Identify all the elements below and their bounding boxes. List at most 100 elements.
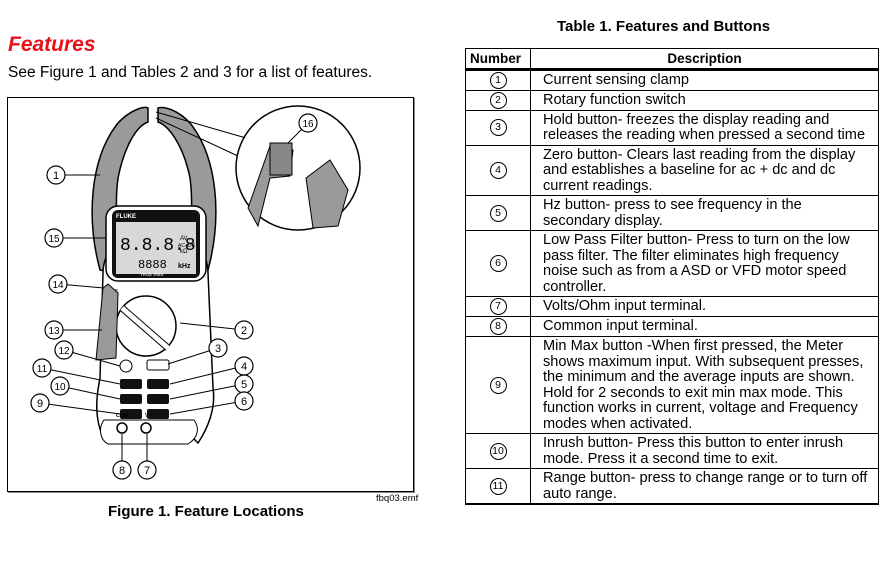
brand-label: FLUKE <box>116 214 136 220</box>
callout-number: 10 <box>54 382 66 393</box>
number-circle-icon: 6 <box>489 255 507 272</box>
table-caption: Table 1. Features and Buttons <box>557 18 771 35</box>
table-row: 9 Min Max button -When first pressed, the… <box>465 336 879 434</box>
table-row: 5 Hz button- press to see frequency in th… <box>465 195 879 231</box>
table-header-row: Number Description <box>465 48 879 71</box>
row-description: Range button- press to change range or t… <box>530 468 879 505</box>
callout-number: 4 <box>241 361 247 373</box>
row-description: Common input terminal. <box>530 316 879 337</box>
table-row: 4 Zero button- Clears last reading from t… <box>465 144 879 196</box>
row-description: Volts/Ohm input terminal. <box>530 296 879 317</box>
number-circle-icon: 11 <box>489 477 507 495</box>
lowpass-button[interactable] <box>147 409 169 419</box>
callout-leader <box>39 402 121 415</box>
hz-button[interactable] <box>147 394 169 404</box>
backlight-button[interactable] <box>119 359 133 373</box>
callout-circle <box>54 340 74 360</box>
callout-circle <box>137 460 157 480</box>
primary-display: 8.8.8.8 <box>120 236 196 256</box>
row-number: 6 <box>465 230 531 297</box>
callout-circle <box>234 391 254 411</box>
primary-units: AV <box>180 236 188 242</box>
intro-text: See Figure 1 and Tables 2 and 3 for a li… <box>8 64 373 81</box>
table-row: 1 Current sensing clamp <box>465 68 879 91</box>
callout-leader <box>179 322 245 331</box>
callout-circle <box>208 338 228 358</box>
callout-circle <box>234 320 254 340</box>
zero-button[interactable] <box>147 379 169 389</box>
callout-number: 7 <box>144 465 150 477</box>
row-description: Hz button- press to see frequency in the… <box>530 195 879 231</box>
figure-caption: Figure 1. Feature Locations <box>108 503 304 520</box>
row-description: Current sensing clamp <box>530 68 879 91</box>
row-description: Hold button- freezes the display reading… <box>530 109 879 146</box>
callout-number: 2 <box>241 325 247 337</box>
secondary-unit: kHz <box>178 263 191 270</box>
com-terminal[interactable] <box>116 422 128 434</box>
number-circle-icon: 1 <box>489 71 507 89</box>
row-description: Rotary function switch <box>530 89 879 111</box>
com-label: COM <box>116 413 129 419</box>
features-table: Number Description 1 Current sensing clam… <box>465 48 879 505</box>
row-number: 7 <box>465 296 531 317</box>
row-number: 3 <box>465 109 531 146</box>
callout-circle <box>50 376 70 396</box>
callout-circle <box>46 165 66 185</box>
callout-leader <box>59 385 121 400</box>
callout-leader <box>41 367 121 385</box>
callout-leader <box>169 383 245 400</box>
row-number: 11 <box>465 468 531 505</box>
number-circle-icon: 4 <box>489 161 507 179</box>
ohm-unit: kΩ <box>180 249 188 255</box>
callout-circle <box>112 460 132 480</box>
row-number: 10 <box>465 433 531 469</box>
callout-circle <box>44 320 64 340</box>
callout-number: 16 <box>302 119 314 130</box>
row-description: Low Pass Filter button- Press to turn on… <box>530 230 879 297</box>
callout-number: 13 <box>48 326 60 337</box>
callout-circle <box>298 113 318 133</box>
minmax-button[interactable] <box>120 409 142 419</box>
table-row: 11 Range button- press to change range or… <box>465 468 879 505</box>
callout-number: 14 <box>52 280 64 291</box>
mode-line: AC+DC <box>178 243 195 249</box>
header-description: Description <box>530 48 879 71</box>
callout-circle <box>32 358 52 378</box>
row-number: 9 <box>465 336 531 434</box>
callout-leader <box>169 365 245 385</box>
callout-number: 6 <box>241 396 247 408</box>
hold-button[interactable] <box>146 359 170 371</box>
callout-circle <box>30 393 50 413</box>
row-number: 1 <box>465 68 531 91</box>
secondary-display: 8888 <box>138 258 167 272</box>
callout-number: 5 <box>241 379 247 391</box>
number-circle-icon: 8 <box>489 318 507 335</box>
section-heading: Features <box>8 33 96 56</box>
range-button[interactable] <box>120 379 142 389</box>
row-number: 8 <box>465 316 531 337</box>
inrush-button[interactable] <box>120 394 142 404</box>
number-circle-icon: 7 <box>489 298 507 315</box>
table-row: 6 Low Pass Filter button- Press to turn o… <box>465 230 879 297</box>
meter-illustration: FLUKE 8.8.8.8 AV AC+DC kΩ 8888 kHz TRUE … <box>30 105 361 480</box>
row-description: Zero button- Clears last reading from th… <box>530 144 879 196</box>
callout-number: 9 <box>37 398 43 410</box>
feature-figure: FLUKE 8.8.8.8 AV AC+DC kΩ 8888 kHz TRUE … <box>7 97 414 492</box>
callout-circle <box>48 274 68 294</box>
row-description: Inrush button- Press this button to ente… <box>530 433 879 469</box>
callout-leader <box>63 349 121 367</box>
callout-number: 15 <box>48 234 60 245</box>
callout-circle <box>44 228 64 248</box>
row-number: 2 <box>465 89 531 111</box>
v-terminal[interactable] <box>140 422 152 434</box>
row-number: 4 <box>465 144 531 196</box>
v-label: V <box>145 413 149 419</box>
number-circle-icon: 9 <box>489 376 507 394</box>
true-rms-label: TRUE RMS <box>140 272 164 277</box>
row-description: Min Max button -When first pressed, the … <box>530 336 879 434</box>
callout-number: 12 <box>58 346 70 357</box>
number-circle-icon: 5 <box>489 204 507 222</box>
table-row: 8 Common input terminal. <box>465 316 879 337</box>
